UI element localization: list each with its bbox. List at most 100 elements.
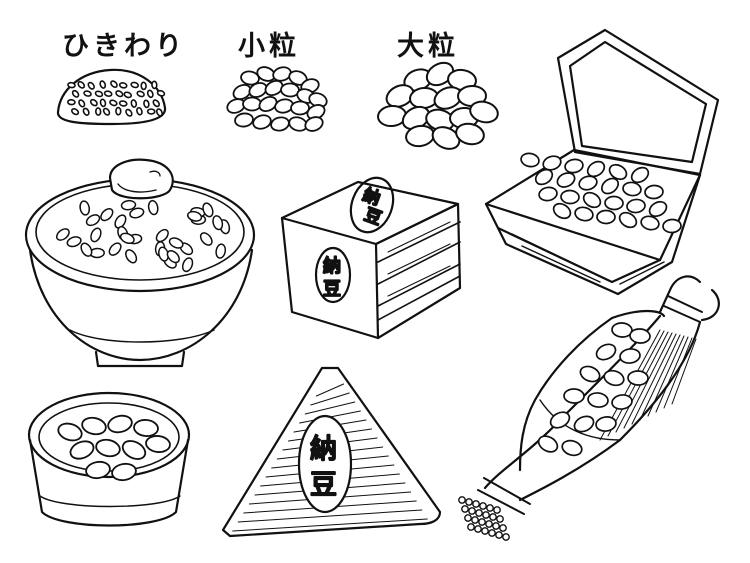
triangle-char-2: 豆 <box>310 470 337 501</box>
hikiwari-bit <box>136 90 145 98</box>
straw-end <box>499 524 507 532</box>
straw-bean <box>619 348 641 364</box>
tray-bean <box>630 166 650 184</box>
rice-bean <box>155 228 169 243</box>
rice-bean <box>125 249 138 264</box>
natto-box-stack-icon <box>280 176 462 340</box>
rice-bean <box>108 242 122 256</box>
hikiwari-bit <box>78 99 86 108</box>
straw-end <box>471 516 479 524</box>
hikiwari-bit <box>125 108 133 117</box>
straw-end <box>464 514 472 522</box>
label-ootsubu: 大粒 <box>397 31 459 62</box>
straw-end <box>496 515 504 523</box>
straw-end <box>489 513 497 521</box>
rice-bean <box>80 242 93 257</box>
hikiwari-bit <box>83 90 92 97</box>
hikiwari-bit <box>140 81 147 91</box>
hikiwari-bit <box>66 98 76 106</box>
straw-bean <box>595 343 617 361</box>
tray-bean <box>644 184 664 200</box>
tray-bean <box>618 211 638 229</box>
hikiwari-bit <box>103 90 113 97</box>
large-bean <box>385 84 415 108</box>
straw-end <box>475 509 483 517</box>
hikiwari-bit <box>95 107 102 116</box>
cup-bean <box>145 435 171 453</box>
hikiwari-bit <box>146 89 154 99</box>
rice-bean <box>85 214 101 227</box>
straw-bean <box>595 416 617 432</box>
styrofoam-tray-open-icon <box>484 28 720 296</box>
straw-end <box>492 522 500 530</box>
rice-bean <box>79 200 91 216</box>
straw-end <box>482 511 490 519</box>
triangle-texture-line <box>304 401 356 415</box>
straw-end <box>493 506 501 514</box>
hikiwari-bit <box>67 81 76 89</box>
cup-bean <box>111 462 137 482</box>
hikiwari-bit <box>118 100 128 107</box>
straw-end <box>467 523 475 531</box>
rice-bean <box>147 199 159 216</box>
tray-bean <box>542 155 562 171</box>
straw-end <box>488 529 496 537</box>
label-hikiwari: ひきわり <box>62 31 186 62</box>
large-bean <box>425 61 455 87</box>
small-beans-pile-icon <box>226 66 328 132</box>
tray-bean <box>622 181 642 197</box>
hikiwari-bit <box>136 106 143 116</box>
large-beans-pile-icon <box>377 61 499 150</box>
straw-end <box>502 533 510 541</box>
tray-bean <box>574 206 594 222</box>
tray-bean <box>648 200 668 218</box>
hikiwari-bit <box>130 99 138 108</box>
box-side-char-2: 豆 <box>323 279 341 300</box>
triangle-char-1: 納 <box>310 434 337 465</box>
rice-bean <box>90 227 102 243</box>
hikiwari-bit <box>156 89 166 97</box>
triangle-texture-line <box>232 518 428 532</box>
triangle-texture-line <box>310 392 350 406</box>
small-bean <box>258 96 278 112</box>
straw-bean <box>537 435 559 453</box>
small-bean <box>242 96 262 112</box>
hikiwari-bit <box>94 90 104 98</box>
straw-texture-line <box>655 336 689 413</box>
rice-bean <box>55 228 70 241</box>
cup-bean <box>81 416 107 436</box>
straw-end <box>495 531 503 539</box>
rice-bean <box>120 199 137 211</box>
small-bean <box>272 66 292 82</box>
hikiwari-bit <box>115 90 124 98</box>
straw-end <box>479 502 487 510</box>
straw-texture-line <box>663 337 693 409</box>
hikiwari-bit <box>109 99 118 107</box>
straw-bean <box>627 370 649 386</box>
small-bean <box>290 100 310 116</box>
hikiwari-bit <box>89 98 98 107</box>
straw-bean <box>561 439 583 457</box>
straw-end <box>468 507 476 515</box>
rice-bean <box>199 232 213 246</box>
tray-bean <box>604 195 624 211</box>
small-cup-icon <box>27 391 191 527</box>
hikiwari-bit <box>115 106 122 116</box>
tray-bean <box>556 172 576 188</box>
rice-bean <box>212 215 224 231</box>
tray-bean <box>600 177 620 195</box>
rice-bean <box>119 232 135 245</box>
straw-end <box>485 520 493 528</box>
tray-bean <box>582 191 602 209</box>
straw-wrapped-natto-icon <box>458 275 720 541</box>
hikiwari-bit <box>151 80 158 90</box>
straw-bean <box>611 394 633 410</box>
tray-bean <box>626 198 646 214</box>
cup-bean <box>69 440 95 460</box>
rice-bean <box>202 202 214 218</box>
rice-bowl-icon <box>24 158 256 368</box>
tray-bean <box>608 163 628 181</box>
tray-bean <box>596 209 616 225</box>
triangle-texture-line <box>237 509 423 523</box>
straw-end <box>461 505 469 513</box>
